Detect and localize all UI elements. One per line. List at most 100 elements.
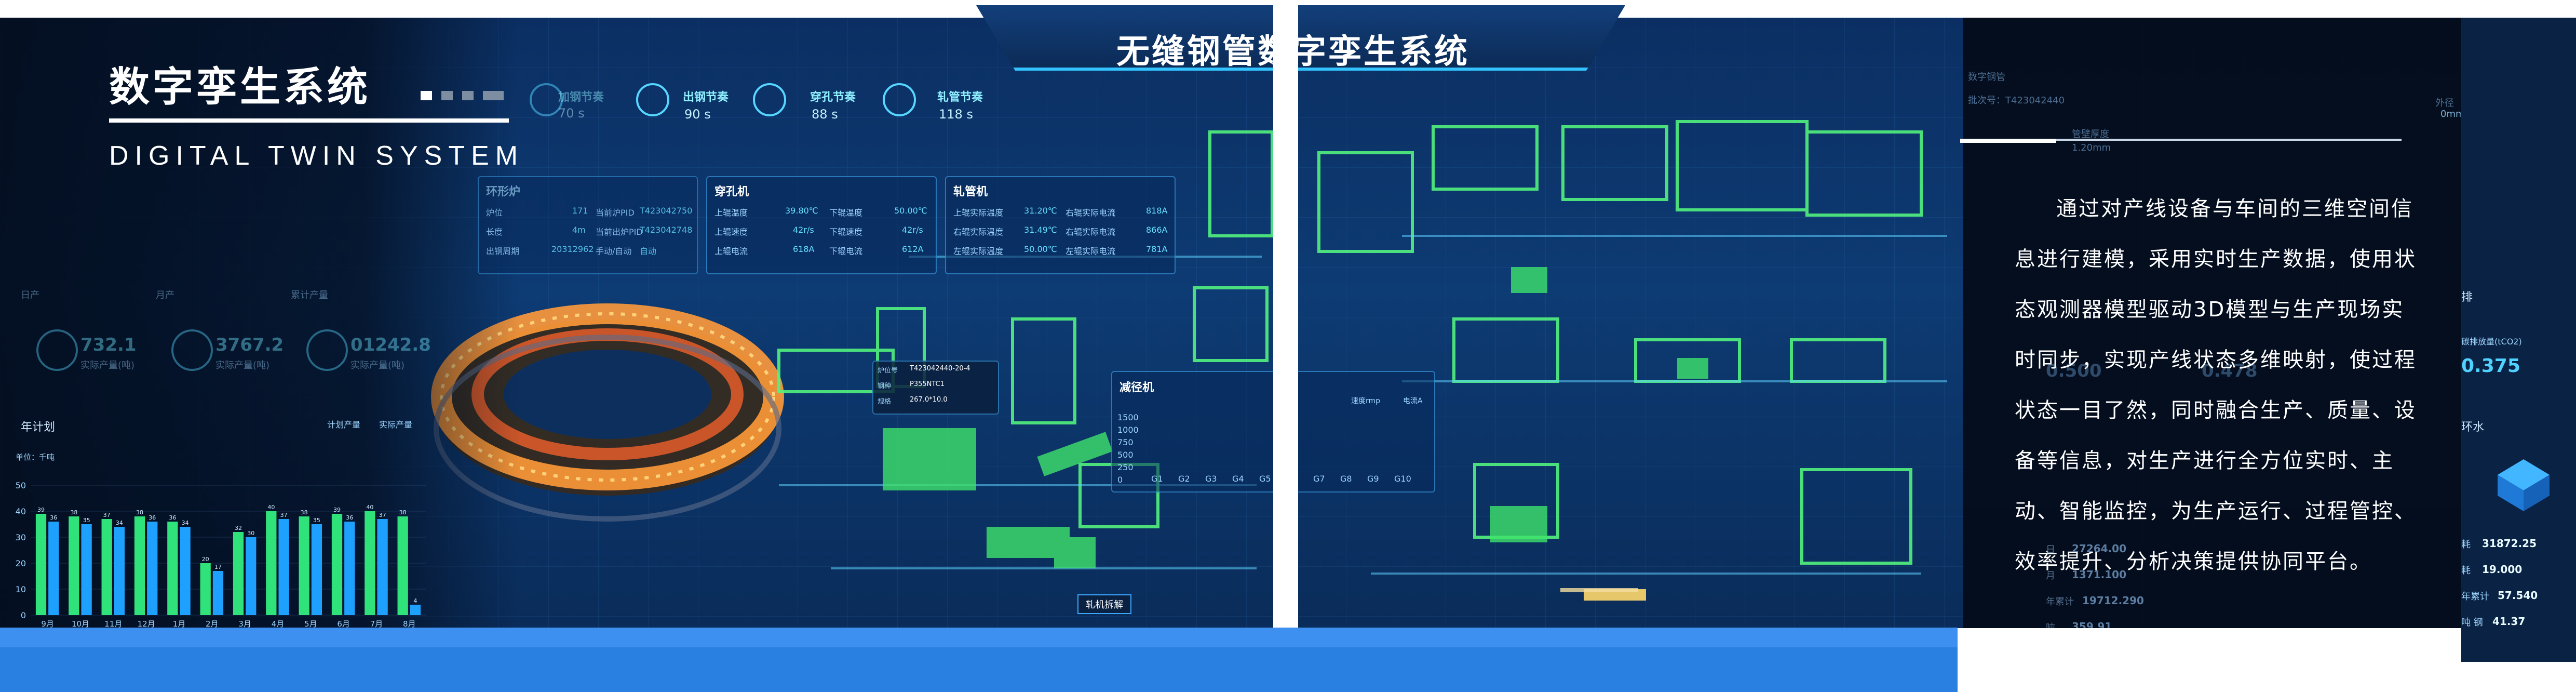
kpi-sub: 实际产量(吨) [350,360,405,371]
annual-production-chart: 0102030405039369月383510月373411月383612月36… [16,481,426,628]
field-label: 上辊温度 [714,208,748,218]
bar-plan [200,563,211,615]
water-label: 环水 [2461,421,2485,434]
billet-tag: 炉位号 T423042440-20-4 钢种 P355NTC1 规格 267.0… [872,361,999,415]
bar-value-label: 34 [116,520,123,526]
bar-value-label: 40 [366,504,373,511]
wall-label: 管壁厚度 [2072,129,2109,140]
reducer-y-tick: 250 [1117,462,1134,472]
rhythm-label: 穿孔节奏 [810,91,856,104]
legend-actual: 实际产量 [379,420,413,430]
bar-value-label: 32 [235,525,242,531]
reducer-x-tick: G3 [1205,474,1217,484]
rhythm-value: 70 s [558,106,585,121]
bar-plan [233,532,244,615]
field-label: 炉位号 [878,367,898,375]
bar-plan [397,516,408,615]
field-label: 右辊实际电流 [1066,227,1116,237]
x-tick-label: 12月 [138,619,155,628]
bar-plan [299,516,309,615]
bar-actual [278,519,289,615]
bar-plan [167,522,178,615]
y-tick-label: 10 [16,584,26,594]
x-tick-label: 8月 [403,619,416,628]
piercer-panel: 穿孔机 上辊温度 39.80℃ 下辊温度 50.00℃ 上辊速度 42r/s 下… [706,176,937,274]
gauge-icon [171,329,213,371]
outer-dia-value: 0mm [2440,109,2461,119]
field-label: 左辊实际温度 [953,246,1004,256]
field-label: 左辊实际电流 [1066,246,1116,256]
bar-plan [331,514,343,615]
field-label: 下辊温度 [829,208,863,218]
right-shade [1963,18,2461,628]
field-label: 当前出炉PID [596,227,643,237]
reducer-x-tick: G10 [1394,474,1411,484]
bar-plan [266,511,277,615]
corner-blank [1958,662,2576,692]
clock-icon [753,83,786,116]
kpi-label: 累计产量 [291,290,328,301]
bar-actual [48,522,59,615]
bar-value-label: 36 [169,514,176,521]
bar-plan [134,516,145,615]
x-tick-label: 4月 [272,619,285,628]
bar-value-label: 38 [136,509,143,516]
field-value: 20312962 [551,244,594,254]
reducer-x-tick: G7 [1313,474,1325,484]
x-tick-label: 3月 [238,619,251,628]
bar-value-label: 36 [346,514,353,521]
bar-actual [147,522,158,615]
brand-dot [441,91,453,100]
kpi-sub: 实际产量(吨) [80,360,135,371]
y-tick-label: 20 [16,558,26,568]
field-label: 手动/自动 [596,246,632,256]
x-tick-label: 5月 [304,619,317,628]
bar-value-label: 35 [313,517,320,524]
x-tick-label: 1月 [173,619,186,628]
bar-value-label: 38 [301,509,308,516]
brand-title: 数字孪生系统 [109,64,371,111]
field-value: 31.49℃ [1024,225,1057,235]
bar-value-label: 37 [379,512,386,518]
reducer-y-tick: 0 [1117,475,1123,485]
field-value: 267.0*10.0 [910,396,948,404]
field-value: 818A [1146,206,1168,216]
field-label: 钢种 [878,382,892,390]
kpi-value: 3767.2 [215,335,284,355]
reducer-x-tick: G1 [1151,474,1163,484]
consume-value: 41.37 [2492,615,2526,628]
emission-title: 排 [2461,291,2473,304]
reducer-y-tick: 1500 [1117,412,1139,422]
field-label: 上辊电流 [714,246,748,256]
panel-gap [1273,0,1298,631]
panel-title: 穿孔机 [714,185,749,198]
brand-dot [421,91,432,100]
x-tick-label: 9月 [41,619,54,628]
energy-key: 年累计 [2046,596,2074,607]
field-label: 右辊实际温度 [953,227,1004,237]
rhythm-value: 90 s [684,107,711,122]
clock-icon [883,83,916,116]
bar-value-label: 37 [103,512,111,518]
mill-panel: 轧管机 上辊实际温度 31.20℃ 右辊实际电流 818A 右辊实际温度 31.… [945,176,1176,274]
panel-title: 环形炉 [486,185,521,198]
reducer-x-tick: G4 [1232,474,1244,484]
consume-value: 19.000 [2482,563,2523,576]
bar-value-label: 39 [333,507,341,513]
emission-value: 0.375 [2461,355,2520,377]
field-value: T423042440-20-4 [910,365,970,372]
y-tick-label: 50 [16,481,26,490]
bar-value-label: 34 [182,520,189,526]
kpi-value: 01242.8 [350,335,431,355]
field-value: 618A [793,244,815,254]
panel-title: 减径机 [1120,381,1154,394]
bar-value-label: 38 [399,509,407,516]
bar-value-label: 40 [267,504,275,511]
mill-disassembly-button[interactable]: 轧机拆解 [1077,594,1131,614]
y-tick-label: 0 [21,610,26,620]
x-tick-label: 6月 [337,619,350,628]
bar-value-label: 4 [413,597,417,604]
x-tick-label: 7月 [370,619,383,628]
kpi-label: 日产 [21,290,39,301]
y-tick-label: 30 [16,533,26,542]
